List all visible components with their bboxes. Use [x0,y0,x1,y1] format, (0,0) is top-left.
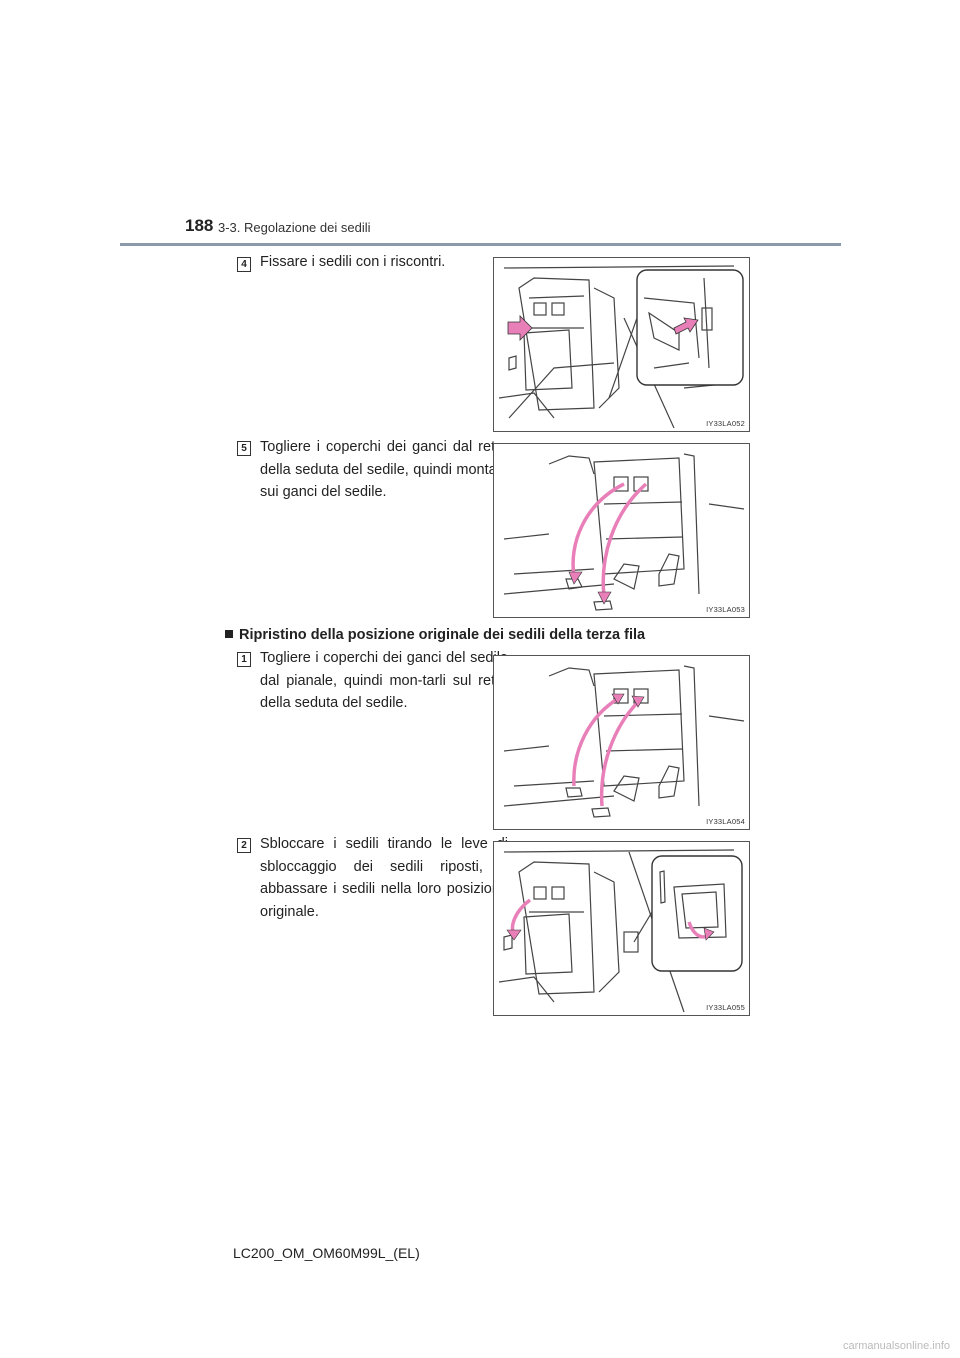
hook-covers-back-illustration [503,665,745,818]
step-text-1: Togliere i coperchi dei ganci del sedile… [260,650,508,711]
figure-id: IY33LA052 [706,419,745,428]
step-text-5: Togliere i coperchi dei ganci dal retro … [260,439,508,500]
figure-seat-lock: IY33LA052 [493,257,750,432]
document-code: LC200_OM_OM60M99L_(EL) [233,1245,420,1261]
figure-id: IY33LA053 [706,605,745,614]
step-badge-4: 4 [237,257,251,272]
figure-hook-covers-mount: IY33LA053 [493,443,750,618]
step-text-2: Sbloccare i sedili tirando le leve di sb… [260,836,508,920]
release-lever-illustration [498,849,743,1013]
step-badge-5: 5 [237,441,251,456]
header-divider [120,243,841,246]
figure-hook-covers-back: IY33LA054 [493,655,750,830]
figure-release-lever: IY33LA055 [493,841,750,1016]
step-badge-2: 2 [237,838,251,853]
watermark: carmanualsonline.info [842,1340,950,1352]
page-number: 188 [185,216,214,235]
step-text-4: Fissare i sedili con i riscontri. [260,254,446,270]
step-badge-1: 1 [237,652,251,667]
figure-id: IY33LA054 [706,817,745,826]
figure-id: IY33LA055 [706,1003,745,1012]
hook-covers-mount-illustration [503,453,745,611]
section-subheading: Ripristino della posizione originale dei… [225,627,645,643]
seat-lock-illustration [498,265,744,429]
subheading-text: Ripristino della posizione originale dei… [239,627,646,643]
section-title: 3-3. Regolazione dei sedili [218,220,371,235]
square-bullet-icon [225,630,233,638]
